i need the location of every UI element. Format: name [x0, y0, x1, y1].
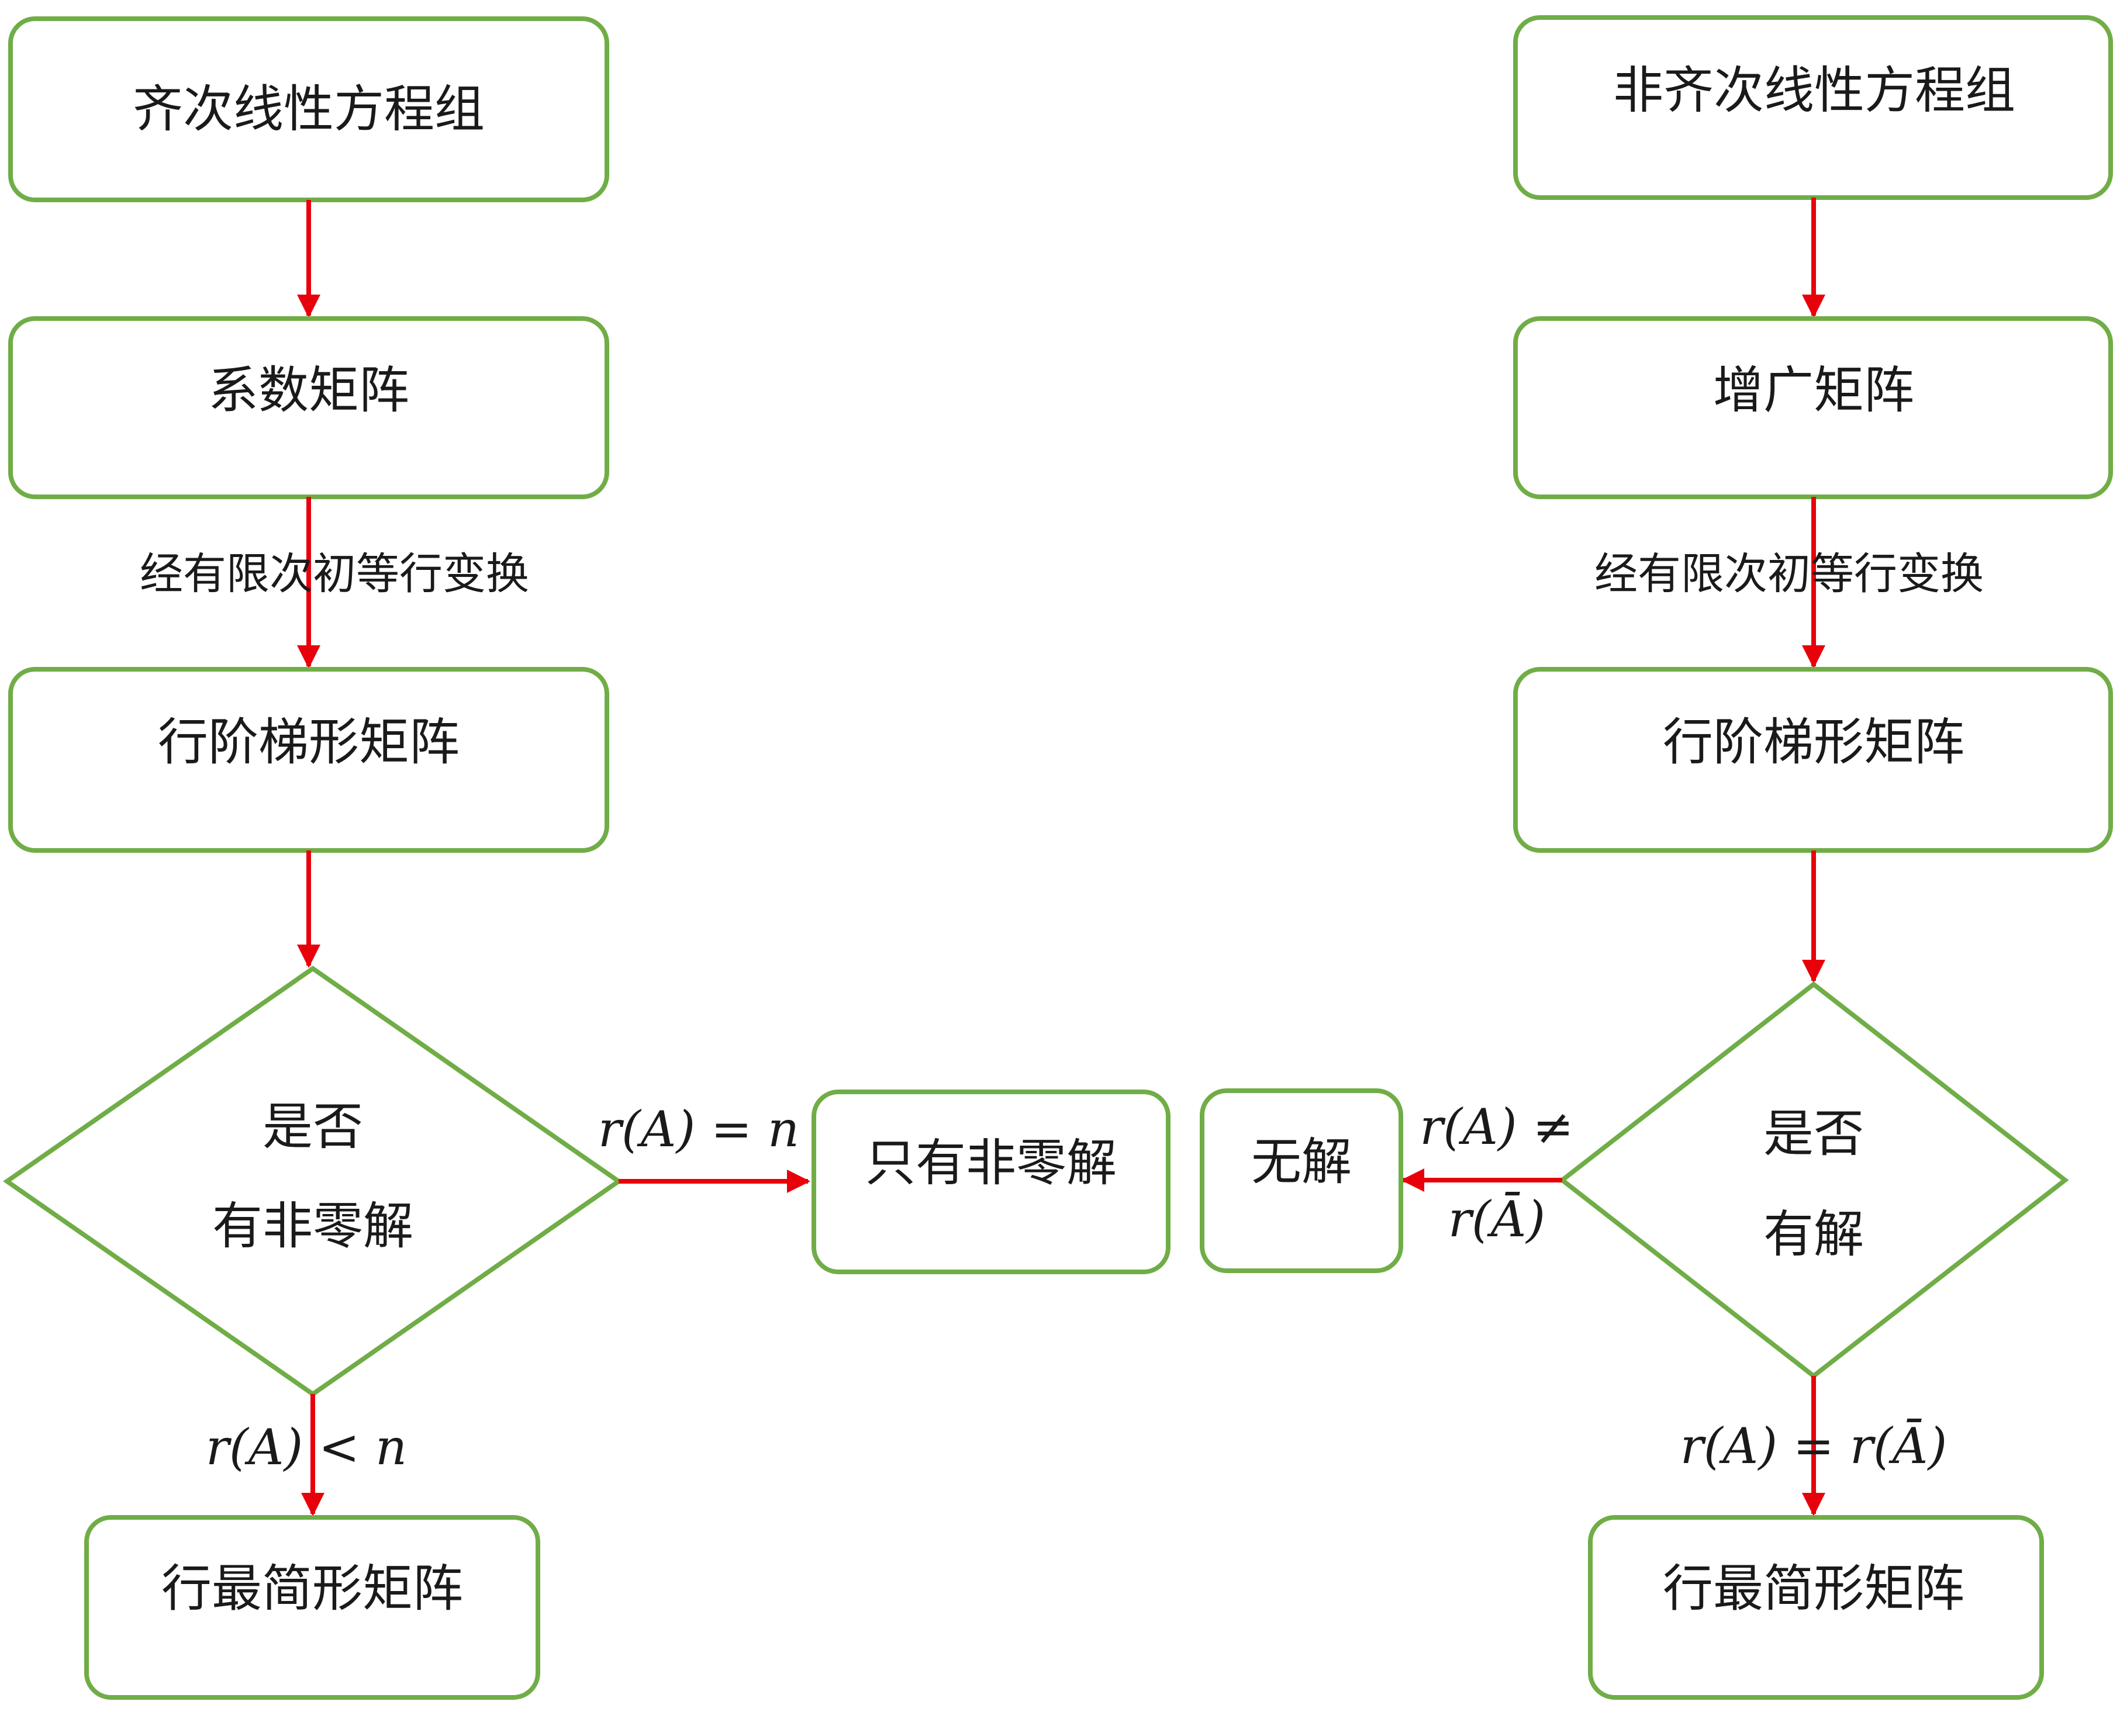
node-echelon-label-left: 行阶梯形矩阵 — [158, 713, 460, 772]
left-flow: 齐次线性方程组 系数矩阵 经有限次初等行变换 行阶梯形矩阵 是否 有非零解 r(… — [2, 16, 1171, 1700]
node-rref-left — [84, 1515, 540, 1700]
node-rref-label-right: 行最简形矩阵 — [1663, 1559, 1964, 1618]
transform-label-left: 经有限次初等行变换 — [140, 549, 529, 599]
condition-rank-equals-n: r(A) = n — [598, 1101, 799, 1158]
decision-right-line1: 是否 — [1763, 1105, 1864, 1163]
condition-rank-not-equal-line2: r(Ā) — [1448, 1191, 1545, 1248]
right-flow: 非齐次线性方程组 增广矩阵 经有限次初等行变换 行阶梯形矩阵 是否 有解 r(A… — [1200, 15, 2113, 1700]
decision-left-line2: 有非零解 — [212, 1197, 413, 1256]
node-homogeneous-label: 齐次线性方程组 — [133, 80, 485, 139]
node-rref-right — [1588, 1515, 2044, 1700]
node-augmented-label: 增广矩阵 — [1713, 361, 1914, 420]
node-only-solution-label: 只有非零解 — [865, 1134, 1117, 1192]
decision-has-solution — [1558, 981, 2069, 1379]
decision-nonzero-solution — [2, 966, 623, 1397]
node-no-solution — [1200, 1088, 1403, 1273]
node-only-solution — [812, 1090, 1171, 1274]
decision-left-line1: 是否 — [263, 1098, 363, 1156]
condition-rank-equals-rank-aug: r(A) = r(Ā) — [1680, 1417, 1948, 1475]
transform-label-right: 经有限次初等行变换 — [1594, 549, 1984, 599]
node-rref-label-left: 行最简形矩阵 — [161, 1559, 463, 1618]
condition-rank-not-equal-line1: r(A) ≠ — [1420, 1098, 1573, 1156]
node-coefficient-label: 系数矩阵 — [208, 361, 409, 420]
node-echelon-label-right: 行阶梯形矩阵 — [1663, 713, 1964, 772]
node-nonhomogeneous-label: 非齐次线性方程组 — [1613, 61, 2015, 120]
decision-right-line2: 有解 — [1763, 1205, 1864, 1264]
node-no-solution-label: 无解 — [1251, 1133, 1352, 1191]
condition-rank-less-than-n: r(A) < n — [206, 1419, 407, 1476]
